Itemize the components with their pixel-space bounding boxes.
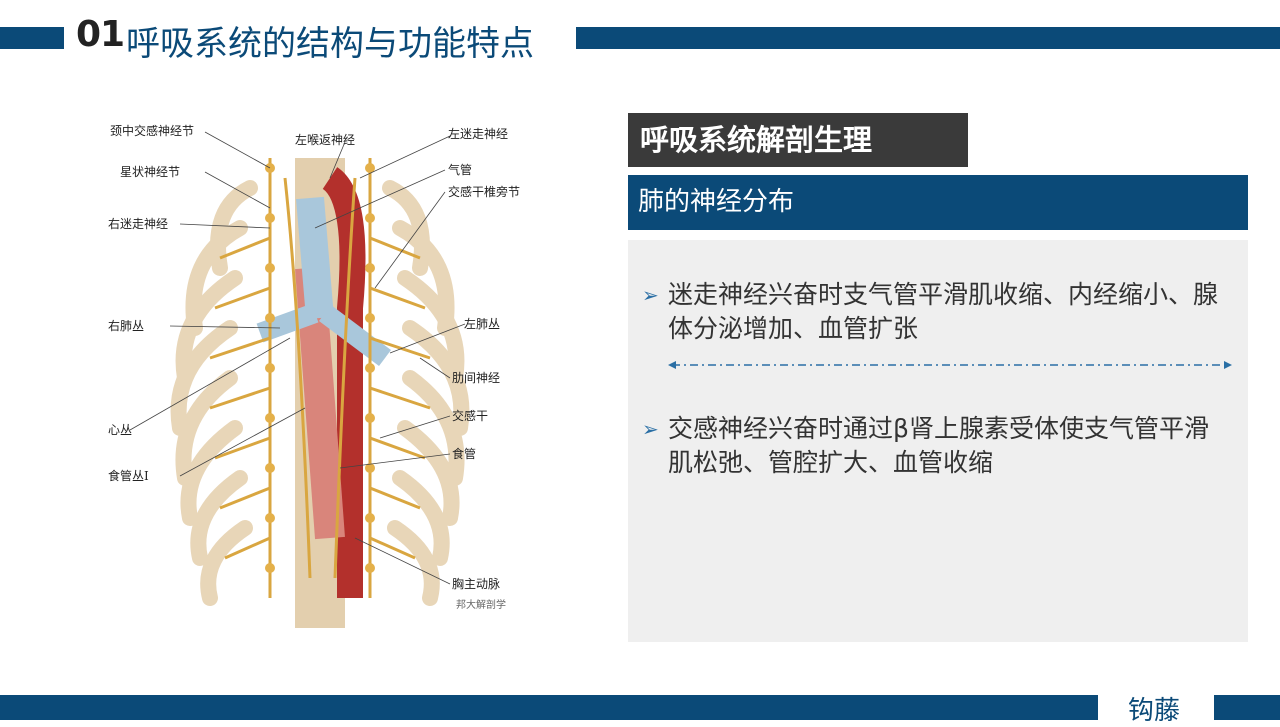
label-aorta: 胸主动脉 (452, 576, 500, 591)
lung-nerve-diagram: 颈中交感神经节 星状神经节 右迷走神经 右肺丛 心丛 食管丛I 左喉返神经 左迷… (108, 123, 520, 628)
title-bar-left (0, 27, 64, 49)
label-heart-plexus: 心丛 (108, 423, 132, 437)
arrow-bullet-icon: ➢ (642, 283, 659, 307)
footer-bar-right (1214, 695, 1280, 720)
ganglia (265, 163, 375, 573)
label-left-vagus: 左迷走神经 (448, 126, 508, 141)
title-bar-right (576, 27, 1280, 49)
footer-text: 钩藤 (1128, 696, 1181, 726)
label-right-vagus: 右迷走神经 (108, 216, 168, 231)
label-neck-ganglion: 颈中交感神经节 (110, 123, 194, 138)
dashed-divider (668, 361, 1232, 369)
label-sympathetic-trunk: 交感干 (452, 408, 488, 423)
label-esophagus: 食管 (452, 446, 476, 461)
bullet-text-2: 交感神经兴奋时通过β肾上腺素受体使支气管平滑肌松弛、管腔扩大、血管收缩 (668, 414, 1209, 477)
page-title: 呼吸系统的结构与功能特点 (126, 24, 534, 64)
bullet-item-1: ➢ 迷走神经兴奋时支气管平滑肌收缩、内经缩小、腺体分泌增加、血管扩张 (642, 278, 1222, 346)
left-bronchus-shape (319, 305, 391, 366)
label-intercostal: 肋间神经 (452, 370, 500, 385)
label-right-plexus: 右肺丛 (108, 318, 144, 333)
section-number: 01 (76, 14, 125, 55)
bullet-text-1: 迷走神经兴奋时支气管平滑肌收缩、内经缩小、腺体分泌增加、血管扩张 (668, 280, 1219, 343)
trachea-shape (296, 196, 334, 320)
label-sympathetic-paravertebral: 交感干椎旁节 (448, 184, 520, 199)
content-panel: ➢ 迷走神经兴奋时支气管平滑肌收缩、内经缩小、腺体分泌增加、血管扩张 ➢ 交感神… (628, 240, 1248, 642)
footer-bar-left (0, 695, 1098, 720)
watermark-label: 邦大解剖学 (456, 598, 506, 611)
bullet-item-2: ➢ 交感神经兴奋时通过β肾上腺素受体使支气管平滑肌松弛、管腔扩大、血管收缩 (642, 412, 1222, 480)
label-left-recurrent: 左喉返神经 (295, 132, 355, 147)
nerve-network (209, 158, 431, 598)
arrow-bullet-icon: ➢ (642, 417, 659, 441)
section-heading: 呼吸系统解剖生理 (628, 113, 968, 167)
label-esophageal-plexus: 食管丛I (108, 468, 149, 483)
sub-heading: 肺的神经分布 (628, 175, 1248, 230)
label-stellate: 星状神经节 (120, 165, 180, 179)
label-left-plexus: 左肺丛 (464, 316, 500, 331)
label-trachea: 气管 (448, 162, 472, 177)
rib-cage (170, 180, 470, 606)
